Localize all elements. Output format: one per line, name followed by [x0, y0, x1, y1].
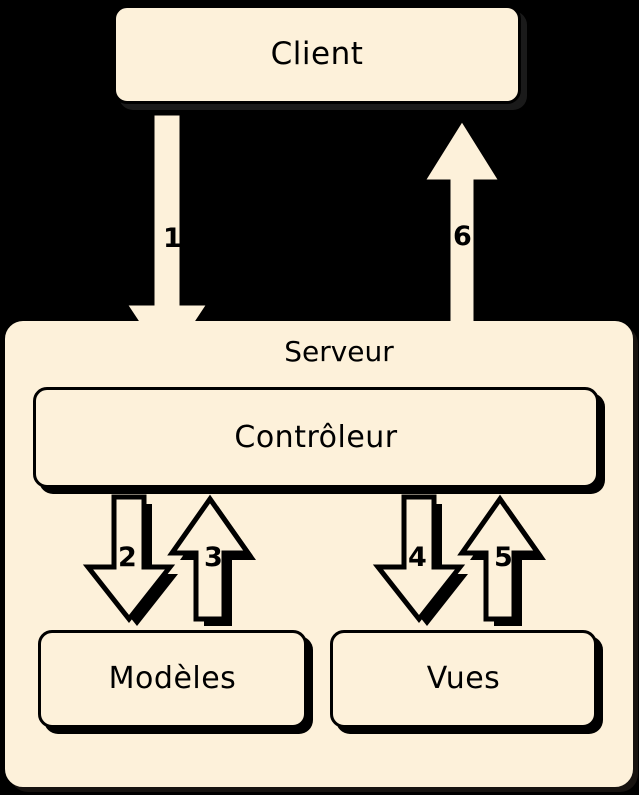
node-client-label: Client: [270, 36, 364, 72]
arrow-4-label: 4: [408, 542, 427, 573]
node-controller[interactable]: Contrôleur: [33, 387, 599, 488]
node-server-label: Serveur: [284, 335, 394, 368]
arrow-4-controller-to-views: 4: [372, 494, 468, 626]
arrow-3-models-to-controller: 3: [167, 494, 256, 626]
node-views[interactable]: Vues: [330, 630, 597, 728]
node-views-label: Vues: [426, 661, 501, 696]
node-controller-label: Contrôleur: [234, 419, 398, 455]
node-models[interactable]: Modèles: [38, 630, 307, 728]
arrow-5-label: 5: [494, 542, 513, 573]
arrow-3-label: 3: [204, 542, 223, 573]
arrow-2-controller-to-models: 2: [82, 494, 178, 626]
arrow-2-label: 2: [118, 542, 137, 573]
node-models-label: Modèles: [108, 661, 237, 696]
arrow-5-views-to-controller: 5: [457, 494, 546, 626]
arrow-1-label: 1: [163, 223, 182, 254]
node-client[interactable]: Client: [113, 5, 521, 104]
arrow-6-label: 6: [453, 221, 472, 252]
